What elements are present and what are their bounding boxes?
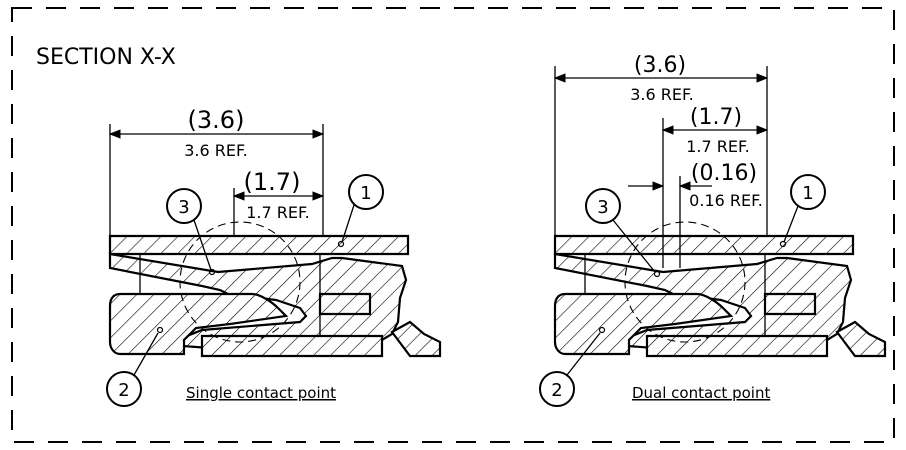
right-callout-3: 3 — [597, 197, 608, 218]
left-connector-section — [108, 220, 442, 358]
left-callout-3: 3 — [178, 197, 189, 218]
right-dim-inner-main: (1.7) — [690, 105, 742, 130]
left-callout-2-circle — [106, 371, 142, 407]
right-dim-outer-main: (3.6) — [634, 53, 686, 78]
left-dim-outer-main: (3.6) — [188, 106, 245, 134]
left-dim-outer-ref: 3.6 REF. — [184, 141, 247, 160]
left-callout-1: 1 — [360, 183, 371, 204]
right-dim-inner-ref: 1.7 REF. — [686, 137, 749, 156]
section-title: SECTION X-X — [36, 45, 176, 70]
right-dim-small-main: (0.16) — [691, 161, 757, 186]
left-view: (3.6) 3.6 REF. (1.7) 1.7 REF. 1 3 2 Sing… — [106, 106, 442, 407]
right-view: (3.6) 3.6 REF. (1.7) 1.7 REF. (0.16) 0.1… — [539, 53, 887, 407]
sheet-border — [11, 7, 895, 443]
right-callout-2: 2 — [551, 380, 562, 401]
right-caption: Dual contact point — [632, 384, 770, 402]
left-dim-inner-main: (1.7) — [244, 168, 301, 196]
right-dim-small-ref: 0.16 REF. — [689, 191, 763, 210]
right-callout-1: 1 — [802, 183, 813, 204]
right-connector-section — [553, 220, 887, 358]
left-callout-3-circle — [166, 188, 202, 224]
left-callout-2: 2 — [118, 380, 129, 401]
right-dim-outer-ref: 3.6 REF. — [630, 85, 693, 104]
left-caption: Single contact point — [186, 384, 336, 402]
left-dim-inner-ref: 1.7 REF. — [246, 203, 309, 222]
right-callout-3-circle — [585, 188, 621, 224]
right-callout-1-circle — [790, 174, 826, 210]
left-callout-1-circle — [348, 174, 384, 210]
right-callout-2-circle — [539, 371, 575, 407]
